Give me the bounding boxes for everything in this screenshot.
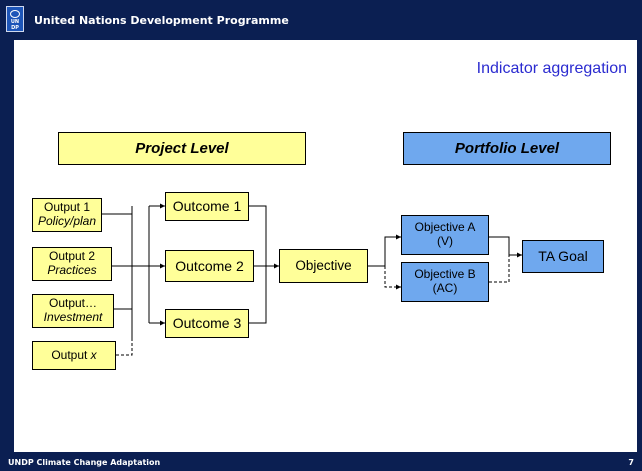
slide-content: Indicator aggregation Project Level Port… [14,40,637,452]
objective-b-sub: (AC) [432,281,458,295]
portfolio-level-label: Portfolio Level [454,139,560,157]
objective-b-label: Objective B [414,267,476,282]
outcome-1-label: Outcome 1 [172,198,242,215]
connector-objective-b-out [489,255,510,283]
globe-icon [10,10,20,18]
output-2-sub: Practices [47,263,97,277]
objective-a-label: Objective A [414,220,476,235]
objective-label: Objective [295,258,352,274]
slide-title: Indicator aggregation [476,60,627,77]
output-2-label: Output 2 [48,249,96,264]
footer-label: UNDP Climate Change Adaptation [8,458,161,467]
connector-objective-a-out [489,236,510,255]
objective-box: Objective [279,249,368,283]
outcome-3-box: Outcome 3 [165,309,249,338]
output-2-box: Output 2 Practices [32,247,112,281]
output-x-box: Output x [32,341,116,370]
output-1-label: Output 1 [43,200,91,215]
outcome-1-box: Outcome 1 [165,192,249,221]
connector-lines [102,203,522,356]
output-x-var: x [90,347,97,362]
outcome-2-label: Outcome 2 [175,257,244,274]
ta-goal-label: TA Goal [538,248,588,265]
org-title: United Nations Development Programme [34,14,289,27]
output-x-label: Output [51,347,91,362]
output-1-box: Output 1 Policy/plan [32,198,102,232]
project-level-box: Project Level [58,132,306,165]
output-3-label: Output… [48,296,98,311]
arrow-to-objective-a [384,234,401,266]
objective-a-box: Objective A (V) [401,215,489,255]
connector-outputx [116,340,133,356]
output-3-sub: Investment [43,310,103,324]
ta-goal-box: TA Goal [522,240,604,273]
outcome-3-label: Outcome 3 [172,315,242,332]
portfolio-level-box: Portfolio Level [403,132,611,165]
output-1-sub: Policy/plan [37,214,97,228]
project-level-label: Project Level [135,139,229,157]
objective-b-box: Objective B (AC) [401,262,489,302]
page-number: 7 [628,458,634,467]
merge-line-outcomes [249,205,267,324]
objective-a-sub: (V) [437,234,453,248]
output-3-box: Output… Investment [32,294,114,328]
outcome-2-box: Outcome 2 [165,250,254,282]
arrow-to-objective-b [384,266,401,290]
